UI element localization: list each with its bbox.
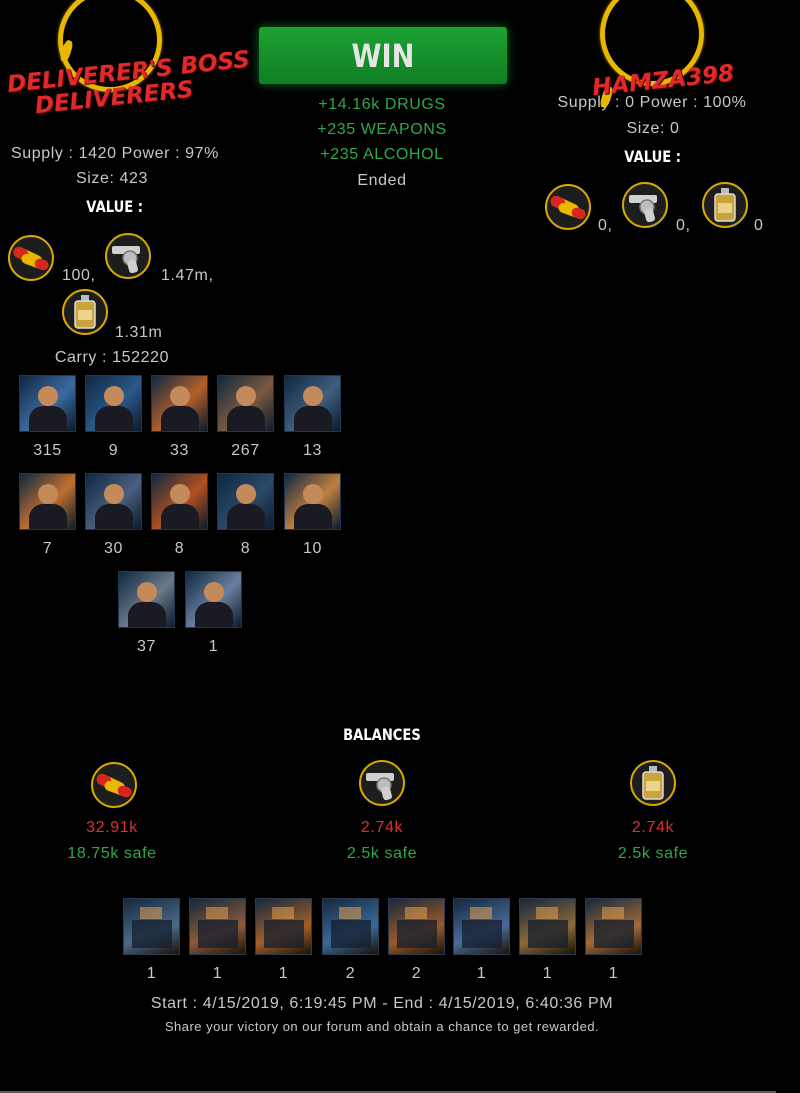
building-image[interactable] (123, 898, 180, 955)
unit-portrait[interactable] (284, 473, 341, 530)
unit-count: 37 (137, 638, 156, 655)
gain-weapons: +235 WEAPONS (317, 121, 447, 138)
building-image[interactable] (322, 898, 379, 955)
revolver-icon (359, 760, 405, 806)
unit-portrait[interactable] (217, 375, 274, 432)
building-image[interactable] (189, 898, 246, 955)
unit-count: 315 (33, 442, 62, 459)
building-count: 2 (345, 965, 356, 982)
attacker-value-drugs: 100, (62, 267, 96, 284)
unit-portrait[interactable] (151, 375, 208, 432)
revolver-icon (105, 233, 151, 279)
balances-heading: BALANCES (343, 725, 421, 744)
attacker-supply-power: Supply : 1420 Power : 97% (10, 145, 219, 162)
unit-count: 8 (174, 540, 185, 557)
balance-weapons-safe: 2.5k safe (346, 845, 418, 862)
win-result-button[interactable]: WIN (259, 27, 507, 84)
unit-count: 30 (104, 540, 123, 557)
pills-icon (545, 184, 591, 230)
balance-weapons-total: 2.74k (360, 819, 404, 836)
bottle-icon (62, 289, 108, 335)
defender-supply-power: Supply : 0 Power : 100% (557, 94, 747, 111)
building-count: 1 (278, 965, 289, 982)
attacker-ring-icon (58, 0, 162, 92)
building-count: 2 (411, 965, 422, 982)
battle-status: Ended (357, 172, 407, 189)
unit-portrait[interactable] (185, 571, 242, 628)
defender-value-weapons: 0, (676, 217, 691, 234)
battle-timespan: Start : 4/15/2019, 6:19:45 PM - End : 4/… (150, 995, 614, 1012)
unit-portrait[interactable] (217, 473, 274, 530)
building-count: 1 (542, 965, 553, 982)
revolver-icon (622, 182, 668, 228)
defender-value-alcohol: 0 (754, 217, 764, 234)
balance-drugs-total: 32.91k (86, 819, 138, 836)
bottle-icon (702, 182, 748, 228)
attacker-value-weapons: 1.47m, (161, 267, 214, 284)
bottle-icon (630, 760, 676, 806)
gain-alcohol: +235 ALCOHOL (320, 146, 444, 163)
building-count: 1 (476, 965, 487, 982)
defender-ring-icon (600, 0, 704, 86)
unit-count: 9 (108, 442, 119, 459)
building-count: 1 (608, 965, 619, 982)
pills-icon (91, 762, 137, 808)
building-image[interactable] (255, 898, 312, 955)
unit-count: 13 (303, 442, 322, 459)
building-image[interactable] (585, 898, 642, 955)
building-image[interactable] (453, 898, 510, 955)
attacker-size: Size: 423 (75, 170, 149, 187)
balance-alcohol-safe: 2.5k safe (617, 845, 689, 862)
win-label: WIN (351, 36, 415, 75)
balance-alcohol-total: 2.74k (631, 819, 675, 836)
unit-portrait[interactable] (85, 473, 142, 530)
pills-icon (8, 235, 54, 281)
defender-value-drugs: 0, (598, 217, 613, 234)
unit-count: 1 (208, 638, 219, 655)
unit-portrait[interactable] (118, 571, 175, 628)
unit-count: 7 (42, 540, 53, 557)
attacker-name[interactable]: DELIVERER'S BOSS DELIVERERS (6, 47, 251, 121)
unit-portrait[interactable] (19, 473, 76, 530)
attacker-value-alcohol: 1.31m (115, 324, 163, 341)
building-image[interactable] (519, 898, 576, 955)
unit-count: 8 (240, 540, 251, 557)
unit-portrait[interactable] (85, 375, 142, 432)
attacker-value-heading: VALUE : (86, 197, 144, 216)
unit-portrait[interactable] (284, 375, 341, 432)
unit-portrait[interactable] (151, 473, 208, 530)
attacker-carry: Carry : 152220 (54, 349, 170, 366)
gain-drugs: +14.16k DRUGS (318, 96, 446, 113)
building-image[interactable] (388, 898, 445, 955)
unit-count: 10 (303, 540, 322, 557)
defender-size: Size: 0 (626, 120, 680, 137)
defender-value-heading: VALUE : (624, 147, 682, 166)
unit-portrait[interactable] (19, 375, 76, 432)
footer-divider (0, 1091, 776, 1093)
building-count: 1 (212, 965, 223, 982)
building-count: 1 (146, 965, 157, 982)
share-message[interactable]: Share your victory on our forum and obta… (164, 1019, 600, 1034)
unit-count: 267 (231, 442, 260, 459)
balance-drugs-safe: 18.75k safe (67, 845, 157, 862)
unit-count: 33 (170, 442, 189, 459)
